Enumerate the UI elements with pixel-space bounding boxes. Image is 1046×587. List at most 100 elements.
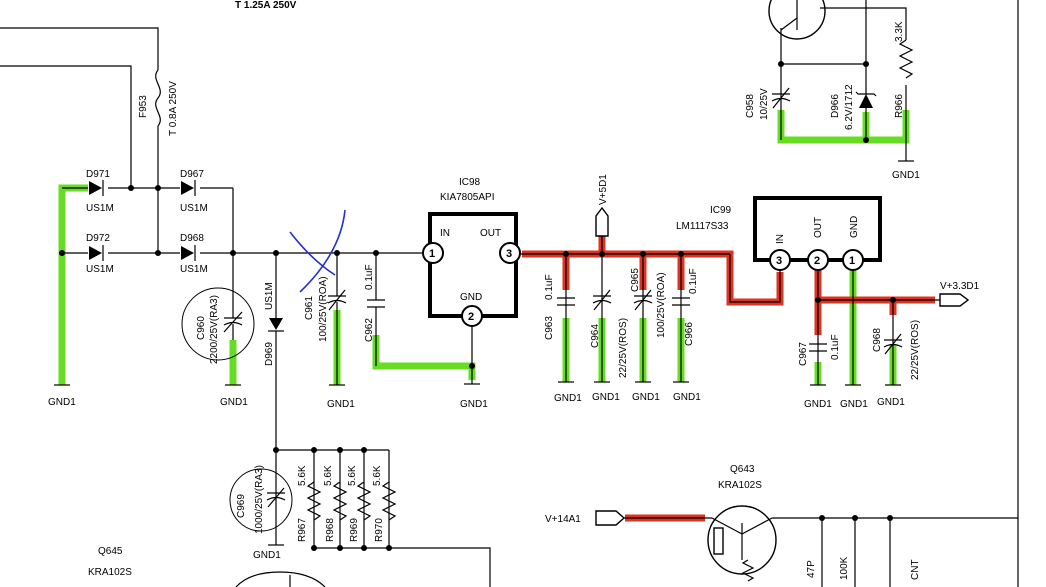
net-flag-v14-label: V+14A1: [545, 514, 581, 525]
cap-c965[interactable]: C965 100/25V(ROA): [630, 268, 667, 338]
ic98-pin-gnd-label: GND: [460, 292, 482, 303]
diode-d971-ref: D971: [86, 169, 110, 180]
resistor-r967[interactable]: 5.6K R967: [297, 465, 322, 542]
diode-d969-ref: D969: [264, 342, 275, 366]
cap-c961[interactable]: C961 100/25V(ROA): [304, 253, 347, 385]
v33-rail-wiring: [729, 254, 940, 385]
ic99-pin-out-label: OUT: [813, 217, 824, 238]
ic98-regulator[interactable]: IC98 KIA7805API IN OUT GND 1 3 2: [422, 177, 521, 384]
ic99-pin3: 3: [776, 255, 782, 267]
bottom-right-parts: 47P 100K CNT: [806, 556, 921, 580]
net-flag-v33[interactable]: V+3.3D1: [939, 281, 980, 307]
resistor-r970[interactable]: 5.6K R970: [372, 465, 397, 542]
resistor-r966[interactable]: 3.3K R966: [894, 21, 914, 118]
ic99-part: LM1117S33: [676, 221, 729, 232]
resistor-r970-ref: R970: [374, 518, 385, 542]
fuse-f953-ref: F953: [138, 95, 149, 118]
resistor-r968[interactable]: 5.6K R968: [323, 465, 348, 542]
cap-c962-value: 0.1uF: [364, 264, 375, 290]
resistor-r970-value: 5.6K: [372, 465, 383, 486]
gnd-label-11: GND1: [877, 397, 905, 408]
cap-c963[interactable]: 0.1uF C963: [544, 274, 575, 340]
ic99-pin1: 1: [849, 255, 855, 267]
ic99-pin2: 2: [814, 255, 820, 267]
cap-c962[interactable]: 0.1uF C962: [364, 253, 385, 366]
transistor-q643-part: KRA102S: [718, 480, 762, 491]
ic99-pin-gnd-label: GND: [849, 216, 860, 238]
gnd-label-12: GND1: [892, 170, 920, 181]
ic98-pin-out-label: OUT: [480, 228, 501, 239]
ic99-ref: IC99: [710, 205, 732, 216]
transistor-q645-part: KRA102S: [88, 567, 132, 578]
cap-c961-value: 100/25V(ROA): [318, 276, 329, 342]
gnd-label-4: GND1: [460, 399, 488, 410]
diode-d969-type: US1M: [264, 282, 275, 310]
cap-c960-ref: C960: [196, 316, 207, 340]
cap-c964-ref: C964: [590, 324, 601, 348]
resistor-r967-ref: R967: [297, 518, 308, 542]
transistor-q645-ref: Q645: [98, 546, 123, 557]
ic98-pin3: 3: [506, 248, 512, 260]
resistor-r969-value: 5.6K: [347, 465, 358, 486]
ic98-pin-in-label: IN: [440, 228, 450, 239]
cap-c969[interactable]: C969 1000/25V(RA3): [229, 465, 293, 534]
cap-c963-value: 0.1uF: [544, 274, 555, 300]
zener-d966-ref: D966: [830, 94, 841, 118]
ic99-regulator[interactable]: IC99 LM1117S33 IN OUT GND 3 2 1: [676, 196, 882, 271]
resistor-r968-ref: R968: [325, 518, 336, 542]
cap-c960-value: 2200/25V(RA3): [209, 295, 220, 364]
gnd-c969-label: GND1: [253, 550, 281, 561]
diode-d972-type: US1M: [86, 264, 114, 275]
cap-c966-ref: C966: [684, 322, 695, 346]
cap-c966-value: 0.1uF: [688, 268, 699, 294]
diode-d969[interactable]: US1M D969: [264, 253, 284, 450]
net-flag-v14[interactable]: V+14A1: [545, 510, 626, 526]
resistor-r968-value: 5.6K: [323, 465, 334, 486]
cap-c967[interactable]: C967 0.1uF: [798, 334, 841, 366]
cap-c969-ref: C969: [236, 494, 247, 518]
diode-d967[interactable]: D967 US1M: [180, 169, 208, 214]
hand-annotation-cross: [289, 209, 346, 293]
diode-d968[interactable]: D968 US1M: [180, 233, 208, 275]
cap-c960[interactable]: C960 2200/25V(RA3): [181, 287, 255, 364]
top-right-wiring: [778, 0, 1019, 587]
zener-d966[interactable]: D966 6.2V/1712: [830, 80, 877, 130]
transistor-q643-ref: Q643: [730, 464, 755, 475]
resistor-r969[interactable]: 5.6K R969: [347, 465, 372, 542]
cap-c965-ref: C965: [630, 268, 641, 292]
ic98-pin1: 1: [429, 248, 435, 260]
input-wiring: [0, 27, 159, 253]
diode-d972-ref: D972: [86, 233, 110, 244]
ic98-ref: IC98: [459, 177, 481, 188]
gnd-label-6: GND1: [592, 392, 620, 403]
cap-c968[interactable]: C968 22/25V(ROS): [872, 320, 921, 380]
net-flag-v5[interactable]: V+5D1: [595, 174, 609, 237]
cap-c958[interactable]: C958 10/25V: [745, 87, 791, 120]
cap-c965-value: 100/25V(ROA): [656, 272, 667, 338]
gnd-label-7: GND1: [632, 392, 660, 403]
diode-d972[interactable]: D972 US1M: [86, 233, 114, 275]
cap-c964[interactable]: C964 22/25V(ROS): [590, 289, 629, 378]
cap-c958-ref: C958: [745, 94, 756, 118]
cap-c967-ref: C967: [798, 342, 809, 366]
transistor-top[interactable]: [768, 0, 826, 40]
res-100k-value: 100K: [839, 556, 850, 580]
transistor-q643[interactable]: Q643 KRA102S: [707, 464, 777, 582]
gnd-c969: GND1: [253, 544, 284, 561]
gnd-label-3: GND1: [327, 399, 355, 410]
fuse-f953-rating: T 0.8A 250V: [168, 81, 179, 136]
rectifier-wiring: [62, 187, 425, 305]
transistor-q645[interactable]: Q645 KRA102S: [88, 546, 326, 587]
cap-c962-ref: C962: [364, 318, 375, 342]
diode-d968-type: US1M: [180, 264, 208, 275]
ic98-pin2: 2: [468, 311, 474, 323]
gnd-label-8: GND1: [673, 392, 701, 403]
fuse-f953[interactable]: F953 T 0.8A 250V: [138, 69, 179, 136]
cap-47p-value: 47P: [806, 560, 817, 578]
cap-c966[interactable]: 0.1uF C966: [672, 268, 699, 346]
diode-d971[interactable]: D971 US1M: [86, 169, 114, 214]
resistor-r966-ref: R966: [894, 94, 905, 118]
resistor-r966-value: 3.3K: [894, 21, 905, 42]
gnd-label-10: GND1: [840, 399, 868, 410]
